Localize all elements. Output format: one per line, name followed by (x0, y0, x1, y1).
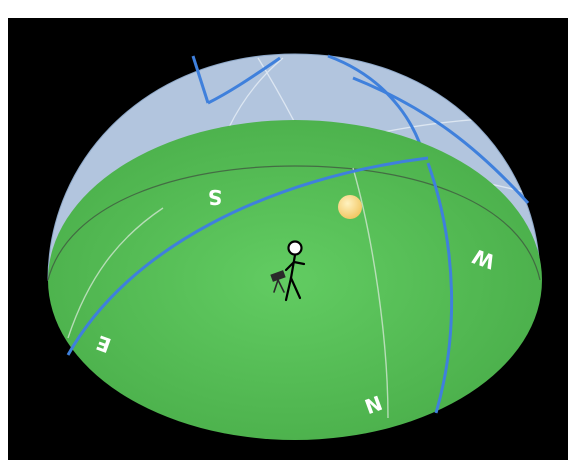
stick-figure-observer-icon (284, 240, 306, 302)
celestial-sphere-diagram: S W E N (47, 53, 542, 440)
direction-label-south: S (208, 185, 222, 209)
sun-icon (338, 195, 362, 219)
celestial-lines-ground (66, 156, 454, 414)
horizon-rim (47, 165, 541, 281)
ground-plane (48, 120, 542, 440)
direction-label-north: N (362, 391, 386, 419)
ground-grid-lines (67, 167, 389, 419)
caption (10, 0, 570, 12)
celestial-sphere-scene: S W E N (8, 18, 568, 460)
telescope-icon (270, 270, 286, 293)
